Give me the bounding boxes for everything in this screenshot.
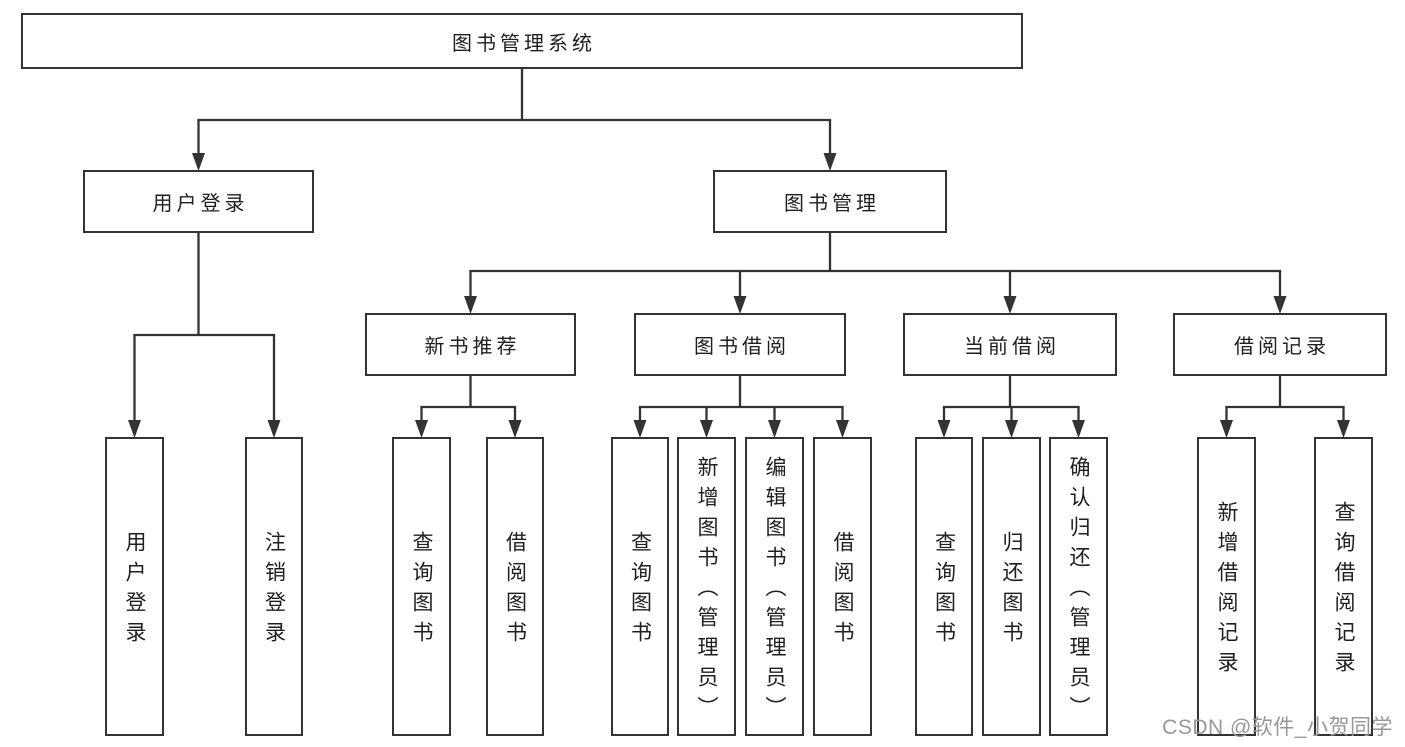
- node-leaf-query-book-1: 查询图书: [392, 437, 451, 736]
- arrowhead-icon: [192, 153, 205, 171]
- edge-root: [192, 68, 837, 171]
- node-leaf-user-login: 用户登录: [105, 437, 164, 736]
- node-book-borrow: 图书借阅: [634, 313, 846, 376]
- node-label: 借阅图书: [831, 531, 854, 651]
- edge-borrow-record: [1220, 375, 1350, 438]
- node-label: 借阅图书: [503, 531, 527, 651]
- node-leaf-borrow-book-2: 借阅图书: [813, 437, 872, 736]
- node-leaf-confirm-return: 确认归还（管理员）: [1049, 437, 1108, 736]
- node-label: 当前借阅: [964, 336, 1060, 358]
- arrowhead-icon: [937, 420, 951, 438]
- arrowhead-icon: [464, 296, 477, 314]
- edge-book-borrow: [633, 375, 849, 438]
- node-label: 归还图书: [1000, 531, 1023, 651]
- node-leaf-query-book-2: 查询图书: [611, 437, 669, 736]
- node-label: 用户登录: [123, 531, 146, 651]
- node-label: 查询图书: [410, 531, 433, 651]
- arrowhead-icon: [128, 420, 141, 438]
- arrowhead-icon: [1005, 420, 1018, 438]
- node-label: 编辑图书（管理员）: [763, 456, 786, 726]
- arrowhead-icon: [1273, 296, 1287, 314]
- watermark: CSDN @软件_小贺同学: [1162, 716, 1393, 739]
- node-label: 查询图书: [628, 531, 652, 651]
- arrowhead-icon: [836, 420, 849, 438]
- node-root: 图书管理系统: [21, 13, 1023, 69]
- node-leaf-add-borrow-rec: 新增借阅记录: [1197, 437, 1256, 736]
- node-leaf-logout: 注销登录: [245, 437, 303, 736]
- node-leaf-query-book-3: 查询图书: [915, 437, 973, 736]
- arrowhead-icon: [768, 420, 781, 438]
- arrowhead-icon: [823, 153, 837, 171]
- arrowhead-icon: [1337, 420, 1350, 438]
- arrowhead-icon: [633, 420, 647, 438]
- node-label: 查询借阅记录: [1332, 501, 1355, 681]
- arrowhead-icon: [508, 420, 522, 438]
- arrowhead-icon: [1220, 420, 1233, 438]
- node-leaf-add-book: 新增图书（管理员）: [677, 437, 736, 736]
- node-label: 图书管理: [784, 193, 880, 215]
- node-label: 用户登录: [152, 193, 249, 215]
- node-label: 新增图书（管理员）: [695, 456, 718, 726]
- edge-new-book-rec: [415, 375, 522, 438]
- node-leaf-borrow-book-1: 借阅图书: [486, 437, 544, 736]
- arrowhead-icon: [267, 420, 281, 438]
- arrowhead-icon: [1003, 296, 1017, 314]
- node-label: 图书管理系统: [452, 32, 596, 55]
- node-label: 注销登录: [262, 531, 286, 651]
- arrowhead-icon: [415, 420, 428, 438]
- node-new-book-rec: 新书推荐: [365, 313, 576, 376]
- node-label: 确认归还（管理员）: [1067, 456, 1090, 726]
- arrowhead-icon: [733, 296, 747, 314]
- edge-user-login: [128, 232, 281, 438]
- node-label: 新书推荐: [424, 336, 521, 358]
- edge-current-borrow: [937, 375, 1085, 438]
- node-user-login: 用户登录: [83, 170, 314, 233]
- node-label: 借阅记录: [1234, 336, 1330, 358]
- arrowhead-icon: [1072, 420, 1085, 438]
- arrowhead-icon: [700, 420, 713, 438]
- node-borrow-record: 借阅记录: [1173, 313, 1387, 376]
- node-leaf-edit-book: 编辑图书（管理员）: [745, 437, 804, 736]
- node-leaf-query-borrow-rec: 查询借阅记录: [1314, 437, 1373, 736]
- node-leaf-return-book: 归还图书: [982, 437, 1041, 736]
- node-label: 查询图书: [932, 531, 956, 651]
- node-current-borrow: 当前借阅: [903, 313, 1117, 376]
- node-label: 图书借阅: [694, 336, 790, 358]
- node-book-mgmt: 图书管理: [713, 170, 947, 233]
- node-label: 新增借阅记录: [1215, 501, 1238, 681]
- edge-book-mgmt: [464, 232, 1287, 314]
